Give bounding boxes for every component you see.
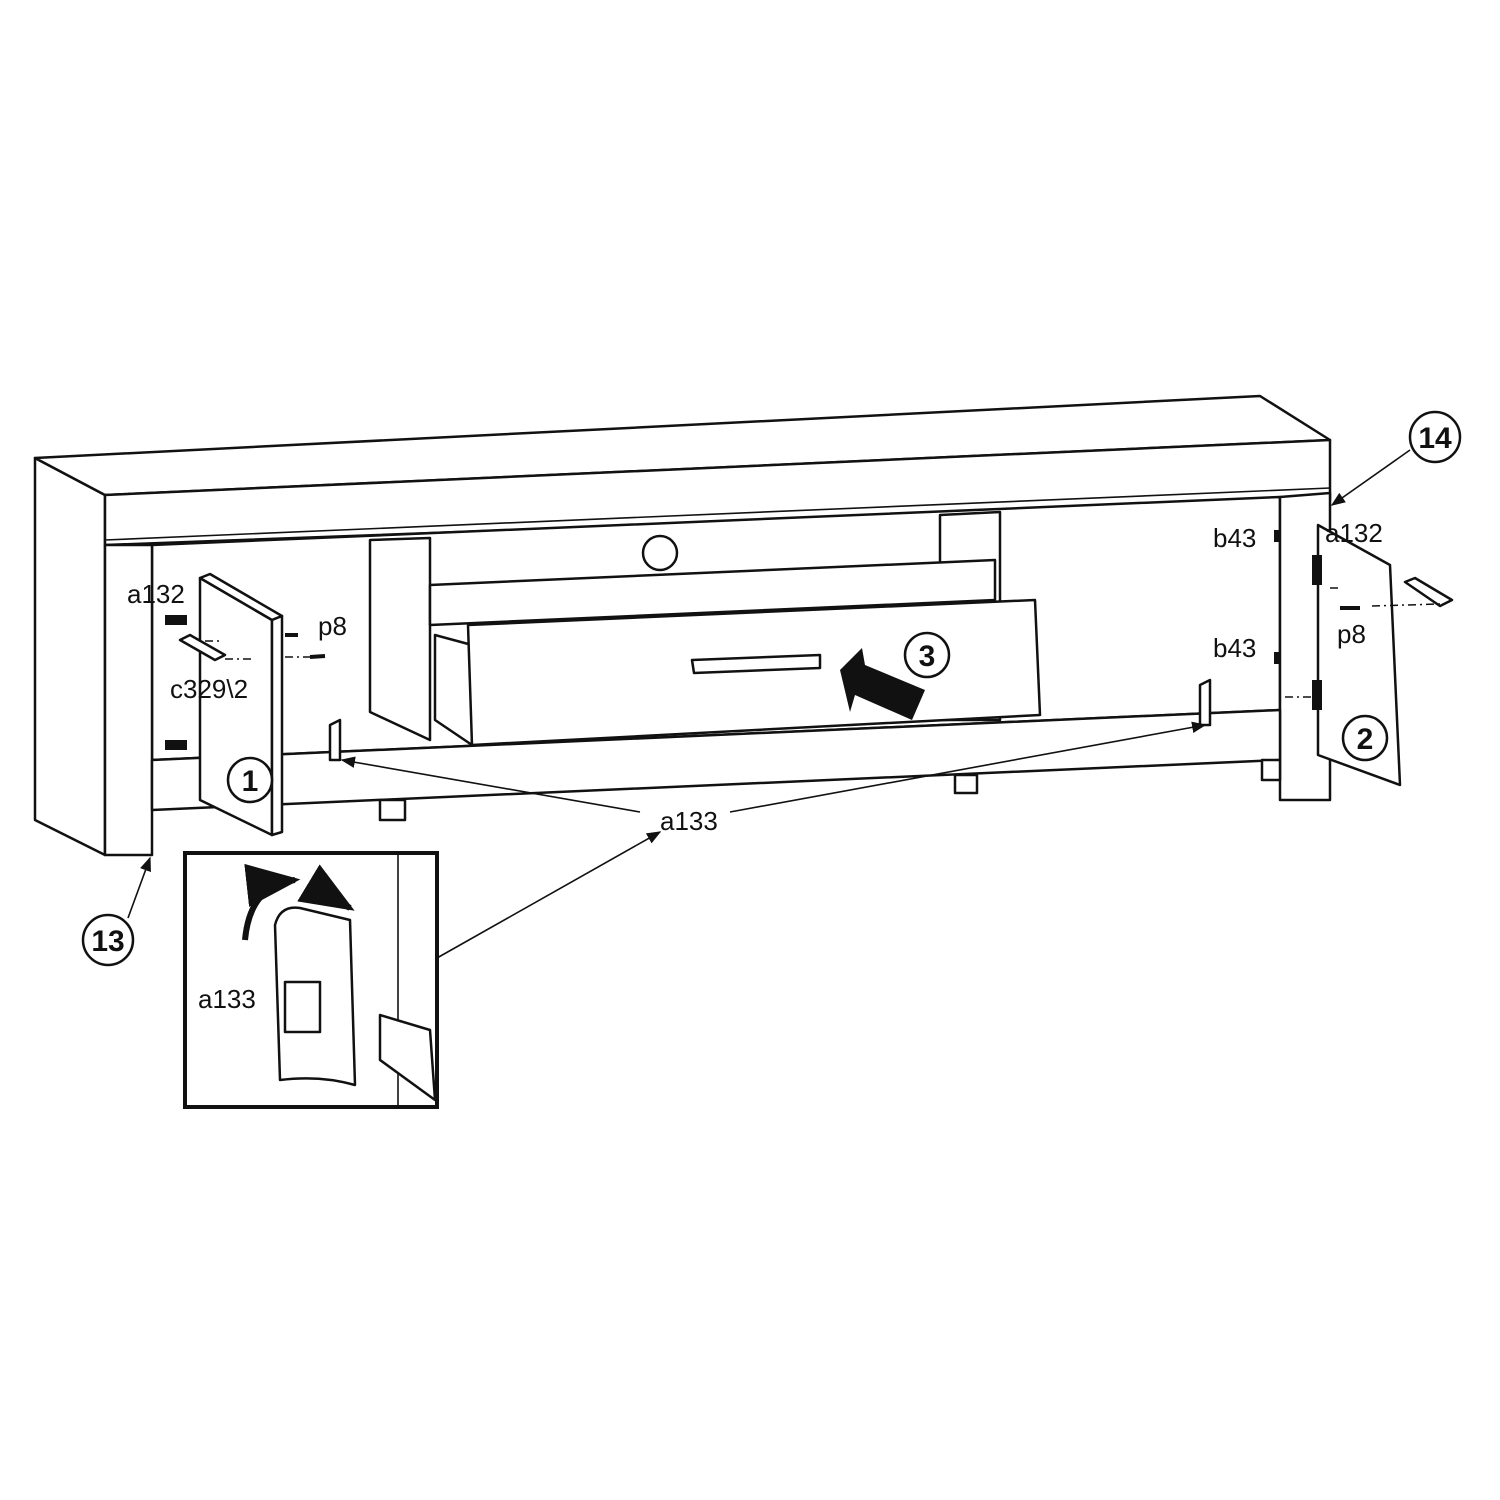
- hinge-icon: [165, 615, 187, 625]
- label-inset-adjuster: a133: [198, 984, 256, 1014]
- foot: [953, 773, 979, 795]
- middle-shelf: [428, 558, 997, 627]
- hinge-icon: [1312, 555, 1322, 585]
- left-side-outer: [33, 456, 107, 857]
- drawer: [433, 598, 1042, 747]
- push-arrow-icon: [840, 648, 925, 720]
- detail-inset: [183, 851, 439, 1109]
- labels: a132 p8 c329\2 b43 b43 a132 p8 a133 a133: [127, 518, 1383, 1014]
- adjuster-clip: [328, 718, 342, 762]
- callout-3: 3: [919, 640, 936, 673]
- label-adjuster: a133: [660, 806, 718, 836]
- callout-13: 13: [91, 925, 124, 958]
- label-hinge-left: a132: [127, 579, 185, 609]
- divider-left: [368, 536, 432, 742]
- handle-part: [1403, 576, 1454, 608]
- drawer-handle: [690, 653, 822, 675]
- foot: [378, 798, 407, 822]
- callout-1: 1: [242, 765, 259, 798]
- adjuster-clip: [1198, 678, 1212, 727]
- label-catch-lower: b43: [1213, 633, 1256, 663]
- label-hinge-right: a132: [1325, 518, 1383, 548]
- label-handle-left: c329\2: [170, 674, 248, 704]
- cable-hole: [641, 534, 679, 572]
- label-screw-right: p8: [1337, 619, 1366, 649]
- label-catch-upper: b43: [1213, 523, 1256, 553]
- leader-lines: [127, 449, 1411, 959]
- hinge-icon: [1312, 680, 1322, 710]
- hinge-icon: [165, 740, 187, 750]
- handle-part: [178, 633, 227, 662]
- label-screw-left: p8: [318, 611, 347, 641]
- callout-14: 14: [1418, 422, 1452, 455]
- left-side-front: [103, 543, 154, 857]
- foot: [1260, 758, 1282, 782]
- callouts: 13 14 1 2 3: [81, 410, 1462, 967]
- callout-2: 2: [1357, 723, 1374, 756]
